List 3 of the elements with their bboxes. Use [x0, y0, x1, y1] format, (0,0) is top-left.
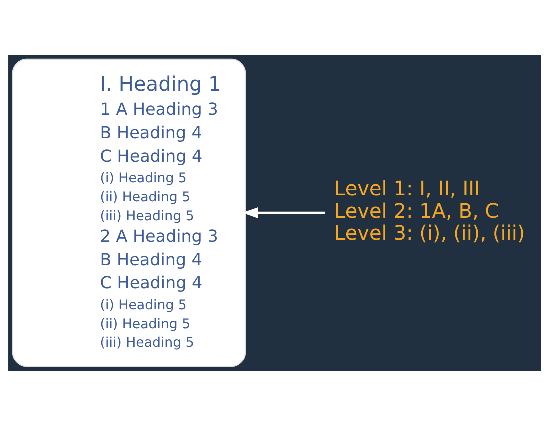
node-text: Level 1: I, II, III Level 2: 1A, B, C Level 3: (i), (ii), (iii): [334, 176, 526, 245]
node-box: I. Heading 1 1 A Heading 3 B Heading 4 C Heading 4 (i) Heading 5 (ii) Heading 5 (iii) Heading 5 2 A Heading 3 B Heading 4 C Heading 4 (i) Heading 5 (ii) Heading 5 (iii) Heading 5: [12, 58, 246, 367]
arrow: [242, 207, 326, 218]
